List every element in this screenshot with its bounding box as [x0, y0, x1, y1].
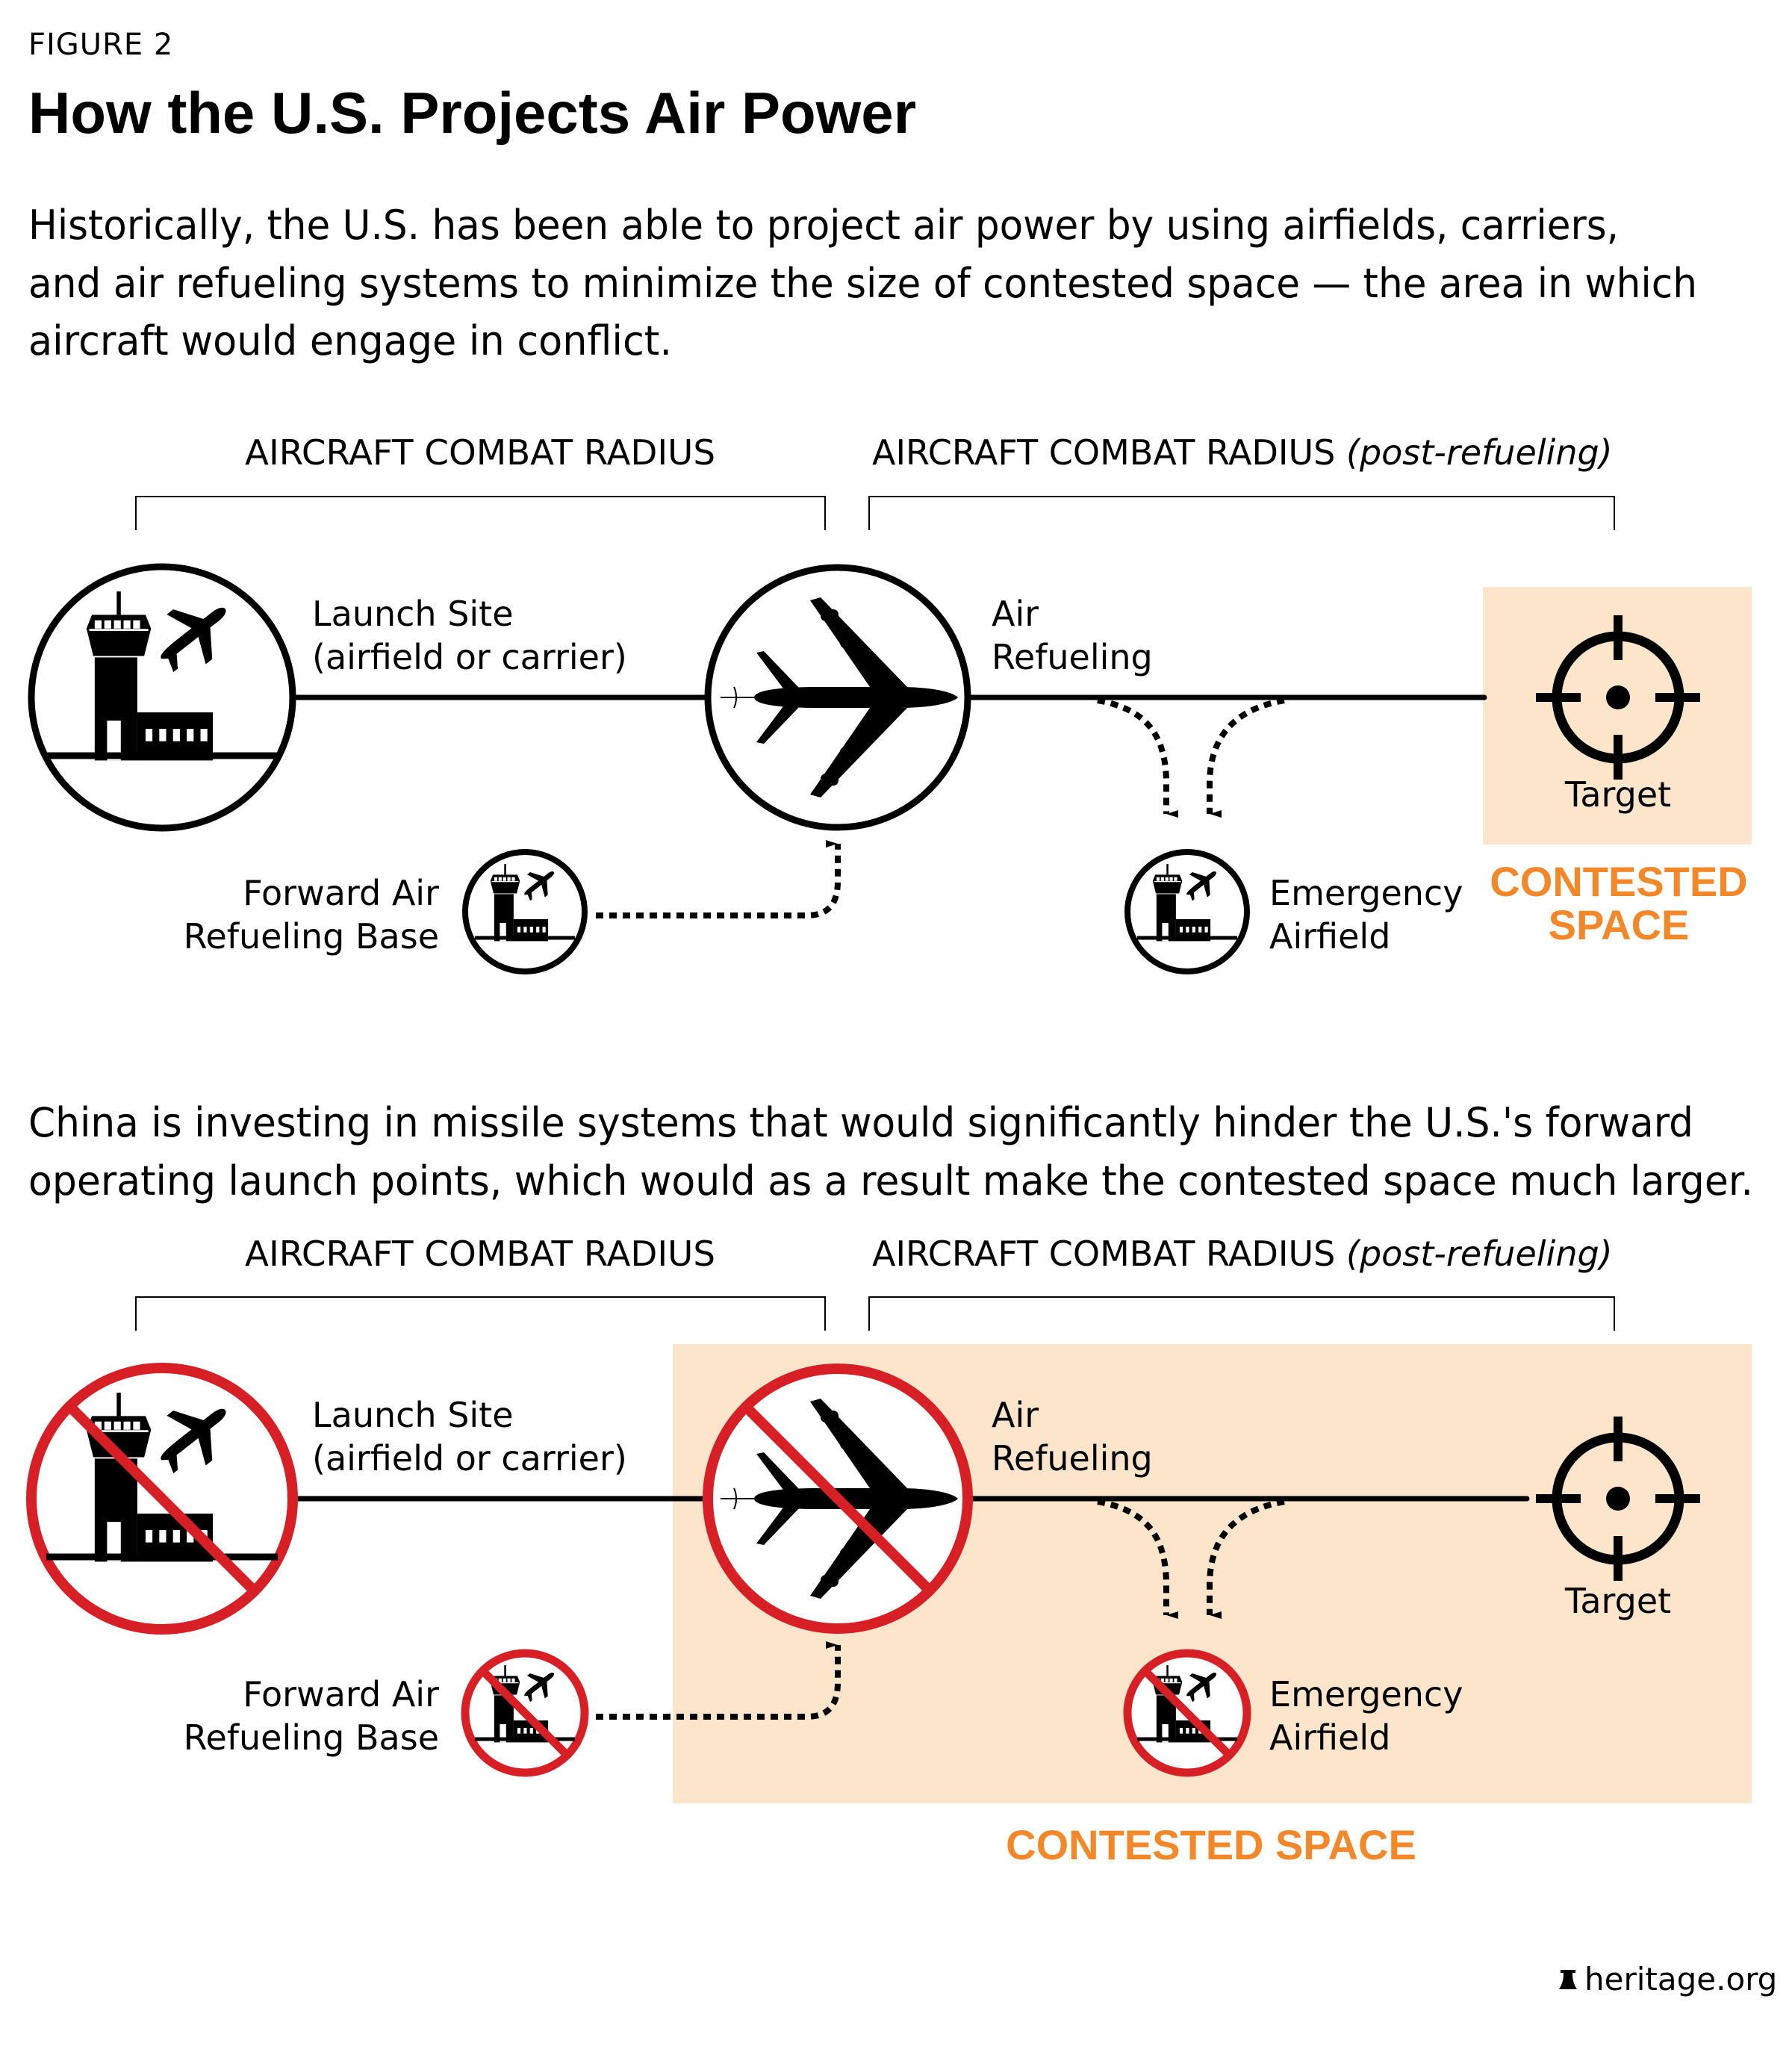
divert-arrow-right	[1207, 1499, 1285, 1619]
combat-radius-bracket	[135, 1296, 826, 1331]
emergency-airfield-node	[1124, 849, 1250, 974]
intro-line-2: and air refueling systems to minimize th…	[28, 260, 1697, 307]
intro-line-1: Historically, the U.S. has been able to …	[28, 202, 1619, 249]
forward-base-sublabel: Refueling Base	[184, 916, 439, 957]
aircraft-node	[704, 564, 971, 831]
forward-base-label: Forward Air	[243, 873, 439, 913]
emergency-airfield-node	[1123, 1649, 1251, 1777]
source-link[interactable]: heritage.org	[1584, 1961, 1777, 1997]
divert-arrow-left	[1097, 697, 1178, 818]
combat-radius-post-bracket	[868, 496, 1615, 530]
combat-radius-post-main: AIRCRAFT COMBAT RADIUS	[872, 1234, 1335, 1274]
prohibited-slash-icon	[742, 1403, 933, 1594]
prohibited-slash-icon	[479, 1667, 570, 1759]
launch-site-sublabel: (airfield or carrier)	[312, 637, 627, 677]
prohibited-slash-icon	[66, 1402, 258, 1595]
combat-radius-post-suffix: (post-refueling)	[1346, 1234, 1613, 1274]
figure-label: FIGURE 2	[28, 28, 173, 62]
combat-radius-label: AIRCRAFT COMBAT RADIUS	[245, 1234, 715, 1274]
target-label: Target	[1564, 1581, 1671, 1621]
launch-site-node	[26, 1363, 298, 1635]
emergency-airfield-label: Emergency	[1269, 1674, 1463, 1714]
threat-intro-line-2: operating launch points, which would as …	[28, 1157, 1753, 1204]
combat-radius-post-suffix: (post-refueling)	[1346, 432, 1613, 473]
launch-site-label: Launch Site	[312, 594, 514, 634]
combat-radius-post-label: AIRCRAFT COMBAT RADIUS (post-refueling)	[872, 432, 1613, 473]
aircraft-node	[703, 1364, 973, 1634]
forward-base-label: Forward Air	[243, 1674, 439, 1714]
launch-site-label: Launch Site	[312, 1395, 514, 1435]
emergency-airfield-label: Emergency	[1269, 873, 1463, 913]
air-refueling-label: Air	[992, 1395, 1039, 1435]
contested-space-label-line1: CONTESTED	[1490, 858, 1747, 905]
combat-radius-bracket	[135, 496, 826, 530]
source-credit: heritage.org	[1559, 1961, 1777, 1997]
combat-radius-post-bracket	[868, 1296, 1615, 1331]
intro-line-3: aircraft would engage in conflict.	[28, 317, 672, 364]
liberty-bell-icon	[1559, 1970, 1577, 1989]
launch-site-sublabel: (airfield or carrier)	[312, 1438, 627, 1478]
forward-base-sublabel: Refueling Base	[184, 1717, 439, 1758]
contested-space-label-line2: SPACE	[1549, 901, 1690, 948]
panel-china-threat: China is investing in missile systems th…	[26, 1099, 1753, 1868]
contested-space-label: CONTESTED SPACE	[1006, 1821, 1416, 1868]
target-label: Target	[1564, 774, 1671, 815]
emergency-airfield-sublabel: Airfield	[1269, 916, 1390, 957]
forward-base-arrow	[596, 840, 841, 918]
launch-site-node	[28, 563, 296, 832]
combat-radius-label: AIRCRAFT COMBAT RADIUS	[245, 432, 715, 473]
page-title: How the U.S. Projects Air Power	[28, 80, 916, 146]
combat-radius-post-label: AIRCRAFT COMBAT RADIUS (post-refueling)	[872, 1234, 1613, 1274]
air-refueling-sublabel: Refueling	[992, 637, 1153, 677]
air-refueling-label: Air	[992, 594, 1039, 634]
forward-base-node	[462, 849, 588, 974]
forward-base-node	[461, 1649, 589, 1777]
divert-arrow-left	[1097, 1499, 1178, 1619]
divert-arrow-right	[1207, 697, 1285, 818]
threat-intro-line-1: China is investing in missile systems th…	[28, 1099, 1693, 1146]
air-refueling-sublabel: Refueling	[992, 1438, 1153, 1478]
panel-historical: AIRCRAFT COMBAT RADIUS AIRCRAFT COMBAT R…	[28, 432, 1752, 974]
emergency-airfield-sublabel: Airfield	[1269, 1717, 1390, 1758]
prohibited-slash-icon	[1142, 1667, 1233, 1759]
combat-radius-post-main: AIRCRAFT COMBAT RADIUS	[872, 432, 1335, 473]
